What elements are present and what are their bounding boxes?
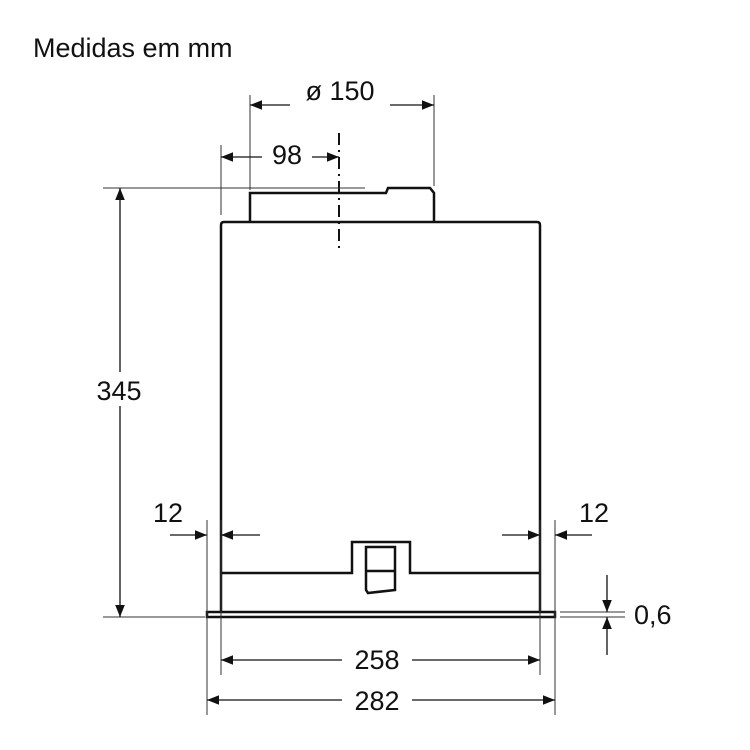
- dimension-inner-width: 258: [221, 643, 540, 675]
- svg-text:0,6: 0,6: [634, 600, 672, 630]
- dimension-outer-width: 282: [207, 683, 555, 716]
- svg-text:12: 12: [579, 498, 609, 528]
- svg-text:345: 345: [96, 376, 141, 406]
- svg-text:ø 150: ø 150: [305, 76, 374, 106]
- hood-body: [205, 133, 557, 619]
- dimension-offset: 98: [220, 138, 339, 215]
- svg-text:98: 98: [272, 140, 302, 170]
- dimension-margins: 12 12: [153, 498, 609, 715]
- bottom-plate: [205, 610, 557, 619]
- dimension-plate-thickness: 0,6: [560, 575, 672, 655]
- svg-text:282: 282: [354, 686, 399, 716]
- title: Medidas em mm: [33, 33, 233, 63]
- svg-text:258: 258: [354, 645, 399, 675]
- svg-text:12: 12: [153, 498, 183, 528]
- dimension-height: 345: [88, 187, 365, 618]
- dimension-diameter: ø 150: [249, 76, 435, 190]
